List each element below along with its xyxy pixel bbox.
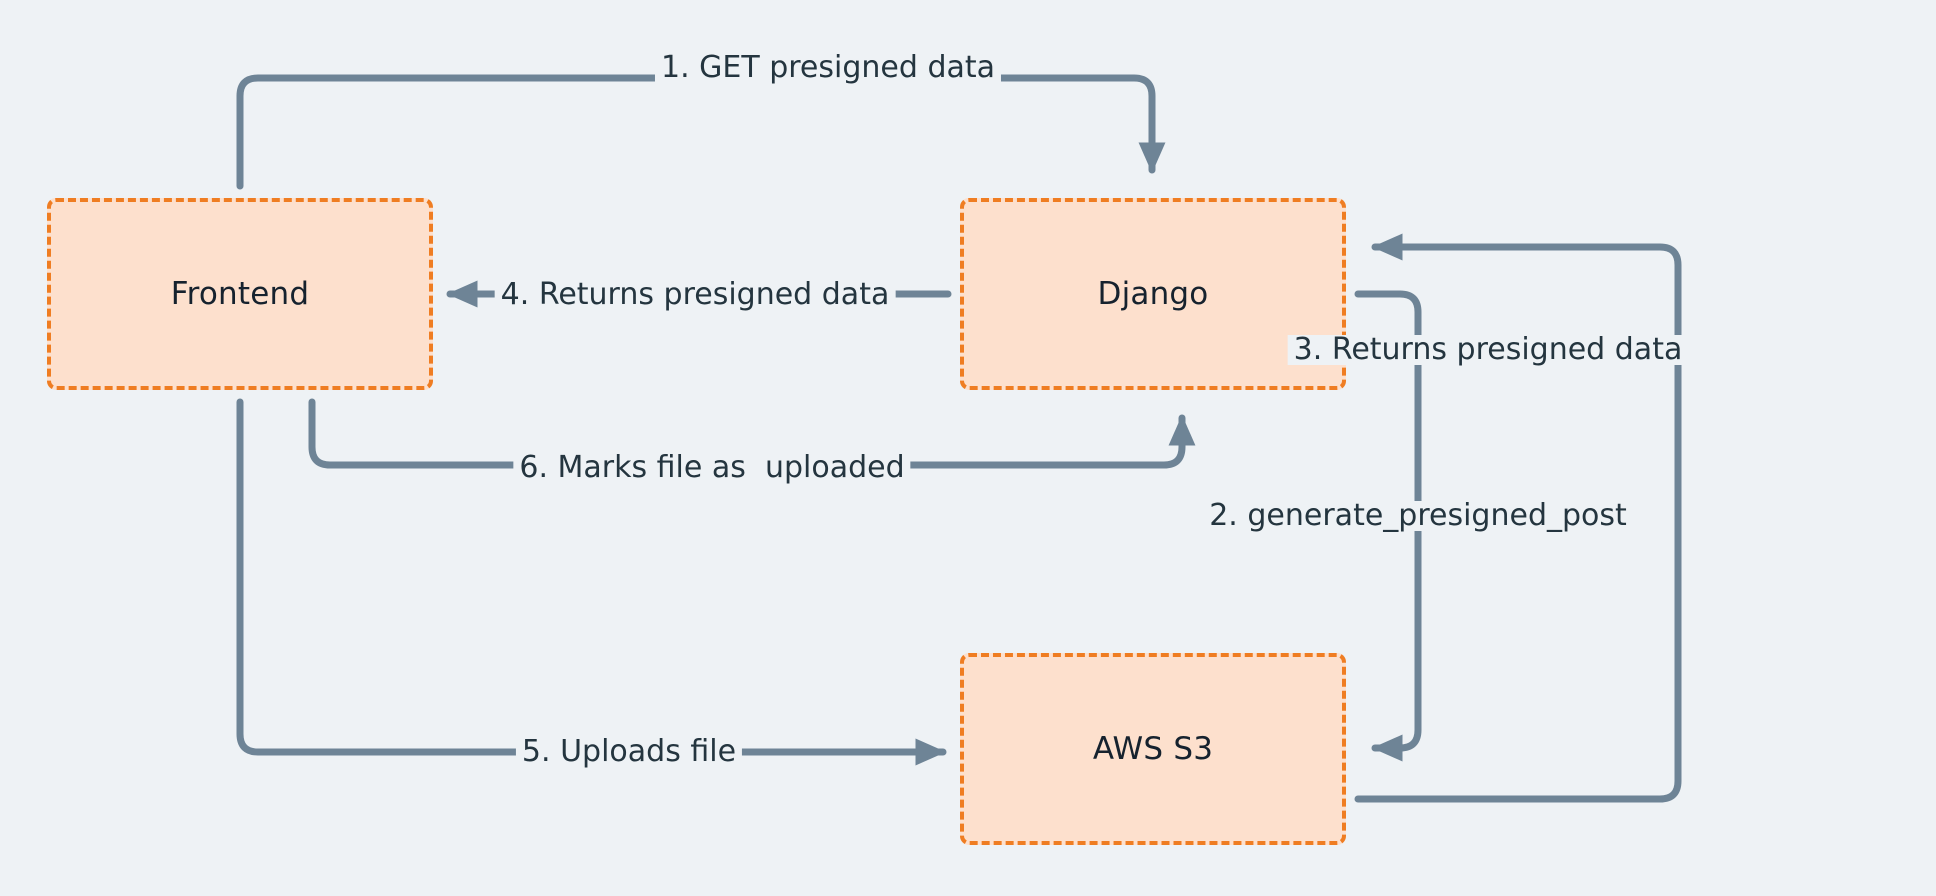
edge-path-1	[236, 74, 1166, 190]
node-frontend-label: Frontend	[170, 275, 310, 312]
edge-path-3	[1354, 233, 1682, 803]
edge-path-5	[236, 398, 947, 766]
node-aws-s3-label: AWS S3	[1092, 730, 1214, 767]
node-frontend[interactable]: Frontend	[47, 198, 433, 390]
edge-label-4: 4. Returns presigned data	[494, 280, 896, 310]
edge-label-2: 2. generate_presigned_post	[1203, 501, 1633, 531]
edge-label-1: 1. GET presigned data	[654, 53, 1002, 83]
edge-label-3: 3. Returns presigned data	[1287, 335, 1689, 365]
node-aws-s3[interactable]: AWS S3	[960, 653, 1346, 845]
edge-label-6: 6. Marks file as uploaded	[513, 453, 911, 483]
node-django[interactable]: Django	[960, 198, 1346, 390]
edge-label-5: 5. Uploads file	[515, 737, 743, 767]
node-django-label: Django	[1097, 275, 1209, 312]
